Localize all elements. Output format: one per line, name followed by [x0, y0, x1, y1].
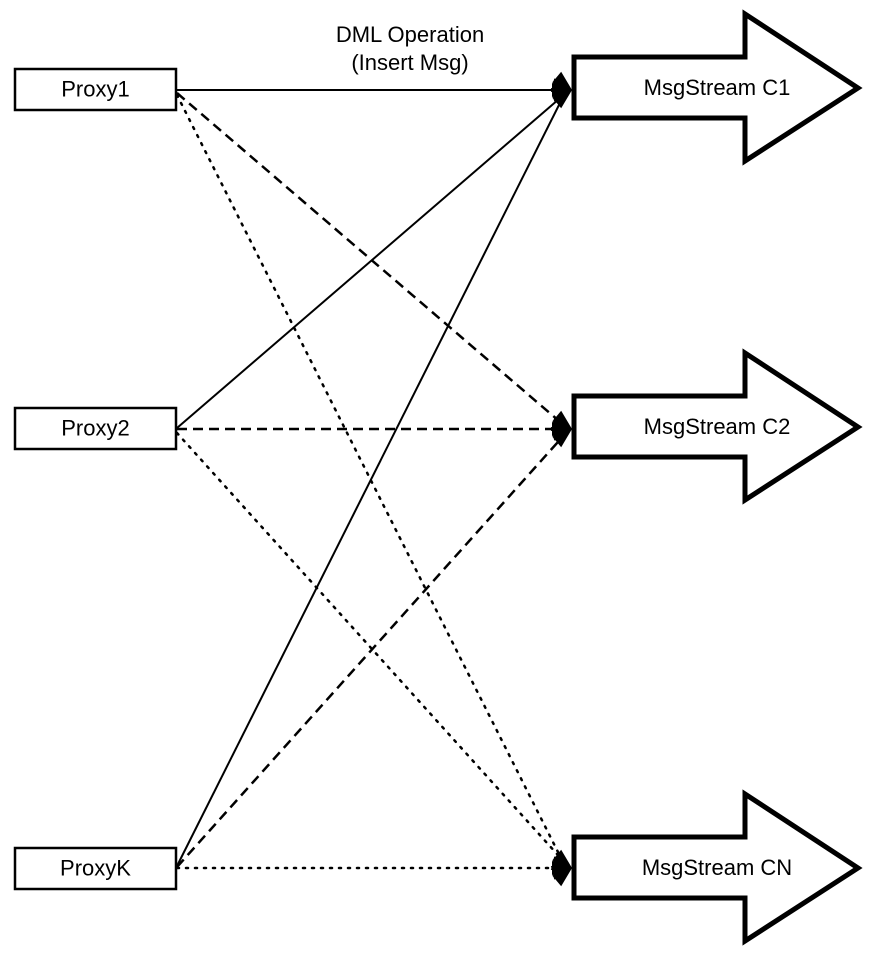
annotation-line-1: DML Operation	[336, 22, 484, 47]
connection-proxy2-to-c1	[176, 92, 567, 429]
arrowhead-wedge	[552, 90, 572, 109]
proxy-box-proxy2[interactable]	[13, 406, 178, 451]
stream-label-msgstream-c1: MsgStream C1	[644, 75, 791, 100]
arrowhead-wedge	[552, 410, 572, 429]
annotation-line-2: (Insert Msg)	[351, 50, 468, 75]
stream-node-msgstream-cn[interactable]: MsgStream CN	[571, 789, 863, 946]
proxy-label-proxy2: Proxy2	[61, 415, 129, 440]
arrowhead-wedge	[552, 868, 572, 887]
connection-line-solid	[176, 92, 567, 429]
stream-arrow-msgstream-c1[interactable]	[571, 9, 863, 166]
connection-proxyk-to-c2	[176, 432, 567, 868]
proxy-label-proxy1: Proxy1	[61, 76, 129, 101]
arrowhead-wedge	[552, 71, 572, 90]
arrowhead-c1	[550, 71, 572, 109]
annotation-dml-operation: DML Operation (Insert Msg)	[336, 22, 484, 75]
proxy-node-proxy1[interactable]: Proxy1	[13, 67, 178, 112]
connection-proxy1-to-cn	[175, 93, 566, 866]
streams-layer: MsgStream C1 MsgStream C2 MsgStream CN	[571, 9, 863, 946]
connection-line-dotted	[175, 93, 566, 866]
stream-node-msgstream-c2[interactable]: MsgStream C2	[571, 348, 863, 505]
arrowhead-cn	[550, 849, 572, 887]
proxy-box-proxyk[interactable]	[13, 846, 178, 891]
arrowhead-c2	[550, 410, 572, 448]
stream-label-msgstream-cn: MsgStream CN	[642, 855, 792, 880]
connection-line-solid	[176, 94, 565, 867]
stream-node-msgstream-c1[interactable]: MsgStream C1	[571, 9, 863, 166]
connections-layer	[175, 89, 570, 870]
stream-label-msgstream-c2: MsgStream C2	[644, 414, 791, 439]
connection-proxyk-to-c1	[176, 94, 565, 867]
annotations-layer: DML Operation (Insert Msg)	[336, 22, 484, 75]
arrowhead-wedge	[552, 849, 572, 868]
stream-arrow-msgstream-cn[interactable]	[571, 789, 863, 946]
stream-arrow-msgstream-c2[interactable]	[571, 348, 863, 505]
connection-line-dashed	[176, 432, 567, 868]
proxy-node-proxyk[interactable]: ProxyK	[13, 846, 178, 891]
arrowheads-layer	[550, 71, 572, 887]
arrowhead-wedge	[552, 429, 572, 448]
proxy-box-proxy1[interactable]	[13, 67, 178, 112]
proxy-node-proxy2[interactable]: Proxy2	[13, 406, 178, 451]
proxy-label-proxyk: ProxyK	[60, 855, 131, 880]
